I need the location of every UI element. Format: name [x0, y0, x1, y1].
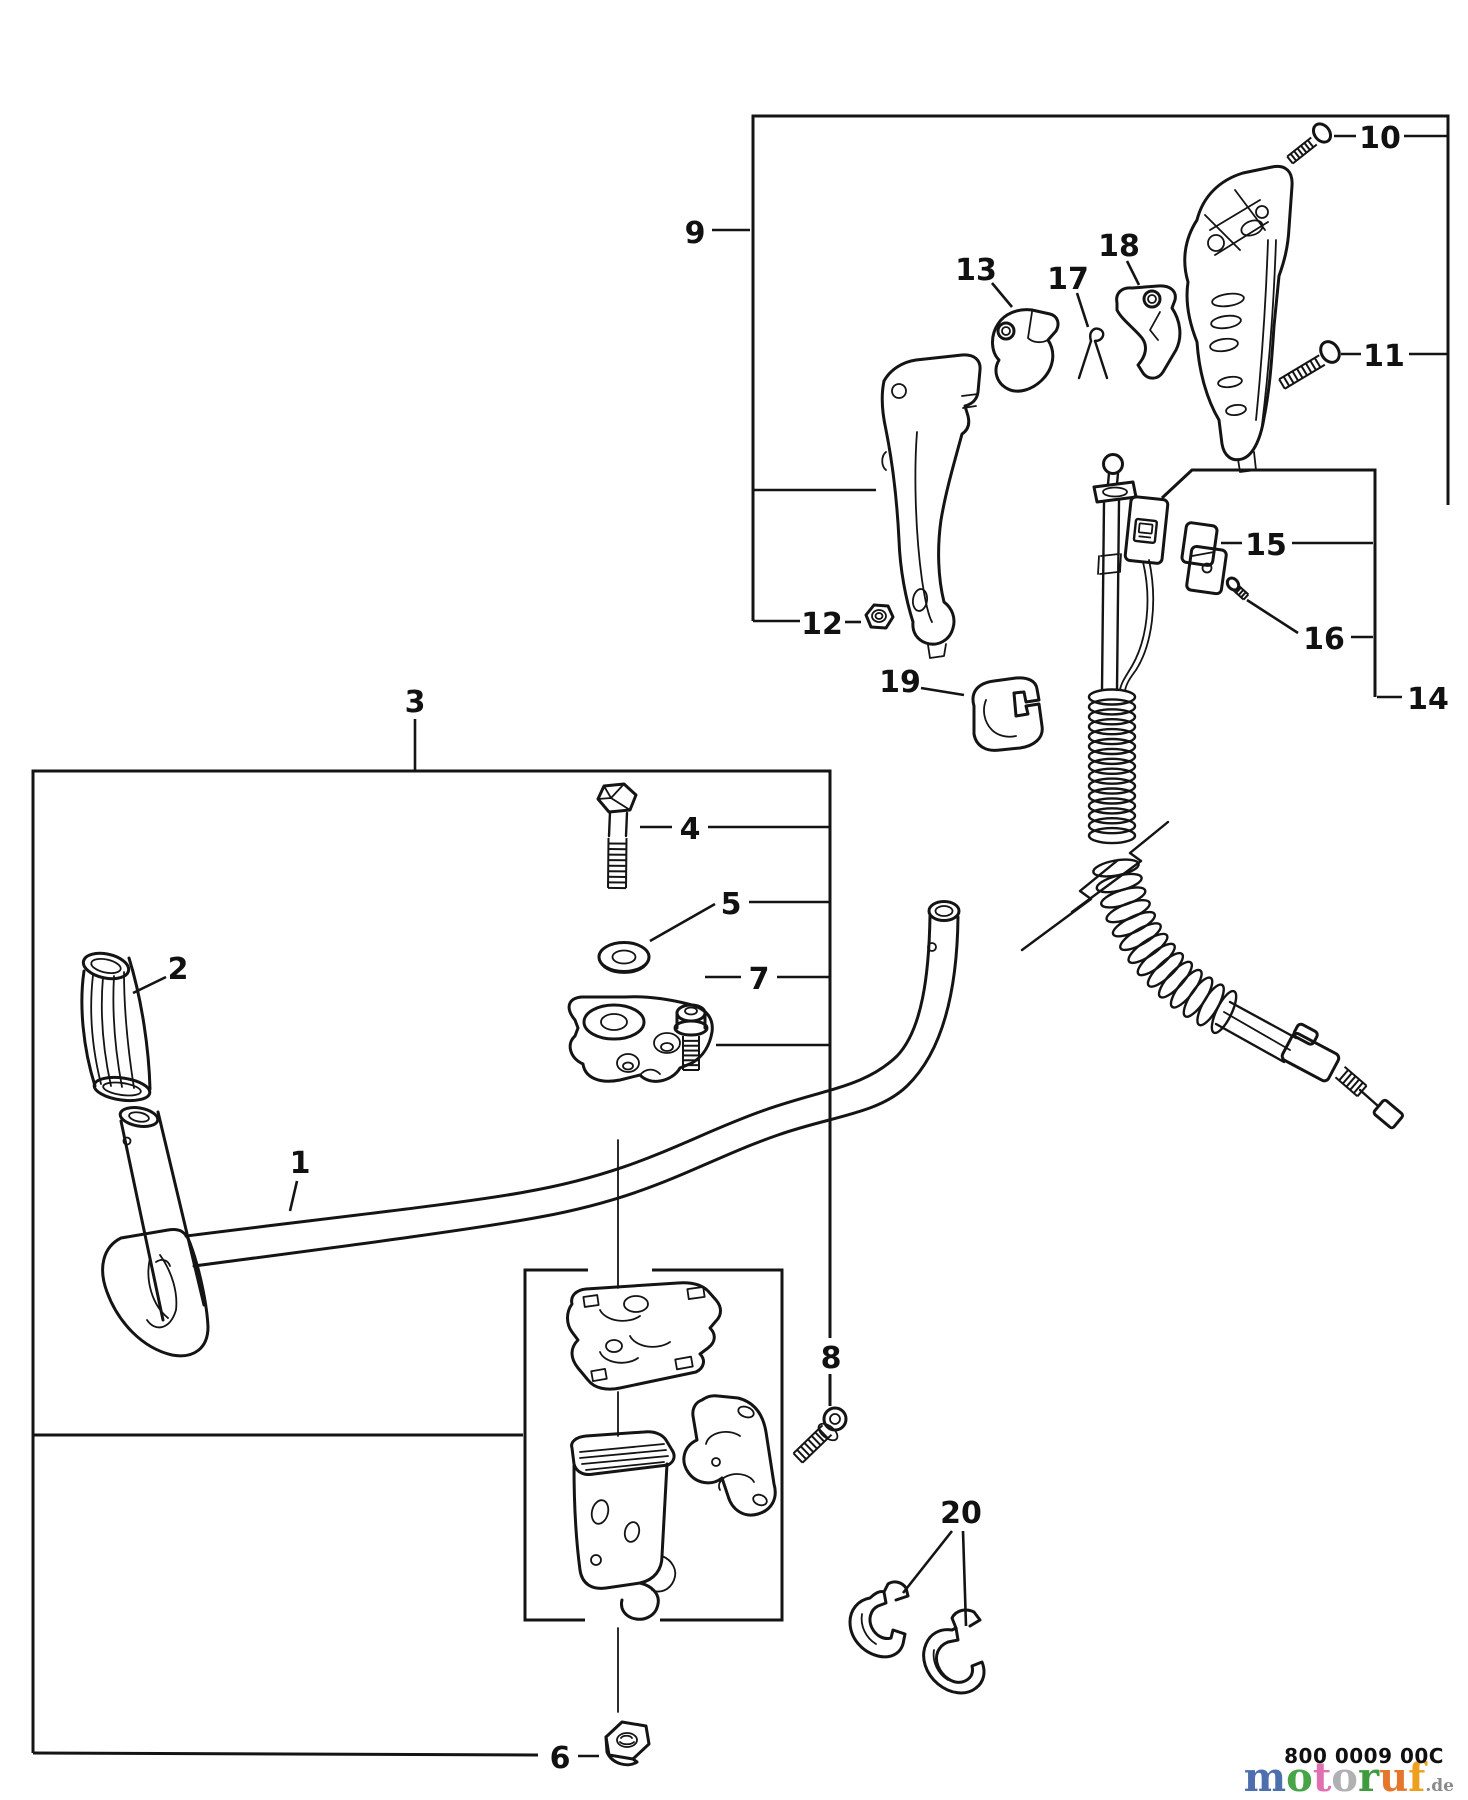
handle-post: [118, 1106, 206, 1322]
washer-5: [597, 941, 651, 974]
logo-letter: r: [1357, 1754, 1380, 1800]
switch-clip-15: [1180, 521, 1228, 596]
cable-clamps-20: [848, 1580, 986, 1695]
grip: [80, 951, 152, 1103]
part-label-3: 3: [405, 685, 426, 720]
part-label-14: 14: [1407, 682, 1449, 717]
part-label-20: 20: [940, 1496, 982, 1531]
part-label-4: 4: [680, 812, 701, 847]
part-label-19: 19: [879, 665, 921, 700]
part-label-9: 9: [685, 216, 706, 251]
socket-screw-7: [673, 1003, 709, 1071]
part-label-15: 15: [1245, 528, 1287, 563]
socket-bolt-8: [792, 1406, 848, 1464]
part-label-2: 2: [168, 952, 189, 987]
part-code: 800 0009 00C: [1284, 1744, 1444, 1768]
motoruf-logo-tld: .de: [1425, 1776, 1454, 1796]
pan-screw-11: [1278, 340, 1341, 390]
cable-coil: [1087, 688, 1238, 1035]
part-label-1: 1: [290, 1146, 311, 1181]
part-label-10: 10: [1359, 121, 1401, 156]
pan-screw-10: [1286, 122, 1333, 165]
logo-letter: o: [1286, 1754, 1313, 1800]
clamp-upper-half: [566, 1281, 722, 1391]
throttle-cable: [1092, 453, 1155, 692]
handle-bracket: [101, 1228, 210, 1358]
part-label-13: 13: [955, 253, 997, 288]
throttle-trigger: [991, 308, 1060, 393]
part-label-5: 5: [721, 887, 742, 922]
motoruf-logo-letters: motoruf: [1244, 1754, 1426, 1800]
part-label-16: 16: [1303, 622, 1345, 657]
logo-letter: u: [1379, 1754, 1409, 1800]
cable-end: [1214, 1000, 1404, 1130]
part-labels: 1 2 3 4 5 6 7 8 9 10 11 12 13 14 15 16 1…: [168, 121, 1449, 1776]
clamp-plate: [567, 995, 714, 1083]
part-label-17: 17: [1047, 262, 1089, 297]
part-label-8: 8: [821, 1341, 842, 1376]
right-handle-housing: [1183, 164, 1294, 473]
part-label-11: 11: [1363, 339, 1405, 374]
logo-letter: o: [1331, 1754, 1358, 1800]
ignition-switch: [1123, 495, 1170, 565]
part-label-6: 6: [550, 1741, 571, 1776]
clamp-sub-box: [523, 1268, 784, 1622]
assembly-box-9: [751, 114, 1450, 621]
hex-nut-12: [864, 603, 895, 630]
motoruf-logo: motoruf.de: [1244, 1758, 1454, 1798]
clamp-bracket-lower: [570, 1430, 677, 1621]
trigger-spring: [1077, 327, 1109, 380]
clamp-half-right: [682, 1394, 777, 1517]
logo-letter: m: [1243, 1754, 1287, 1800]
hex-nut-6: [604, 1720, 651, 1767]
logo-letter: f: [1408, 1754, 1426, 1800]
part-label-12: 12: [801, 607, 843, 642]
handlebar: [184, 900, 961, 1268]
part-label-7: 7: [749, 962, 770, 997]
assembly-box-3: [31, 769, 832, 1757]
throttle-lockout: [1115, 284, 1182, 380]
left-handle-housing: [880, 353, 982, 659]
label-leader-lines: [132, 134, 1447, 1758]
hex-bolt-4: [596, 782, 638, 890]
part-label-18: 18: [1098, 229, 1140, 264]
switch-screw-16: [1225, 576, 1250, 601]
switch-box-14: [1160, 468, 1377, 697]
footer: 800 0009 00C motoruf.de: [1244, 1746, 1454, 1798]
cable-clamp-19: [971, 676, 1044, 752]
logo-letter: t: [1312, 1754, 1332, 1800]
cable-break-marks: [1020, 820, 1170, 952]
